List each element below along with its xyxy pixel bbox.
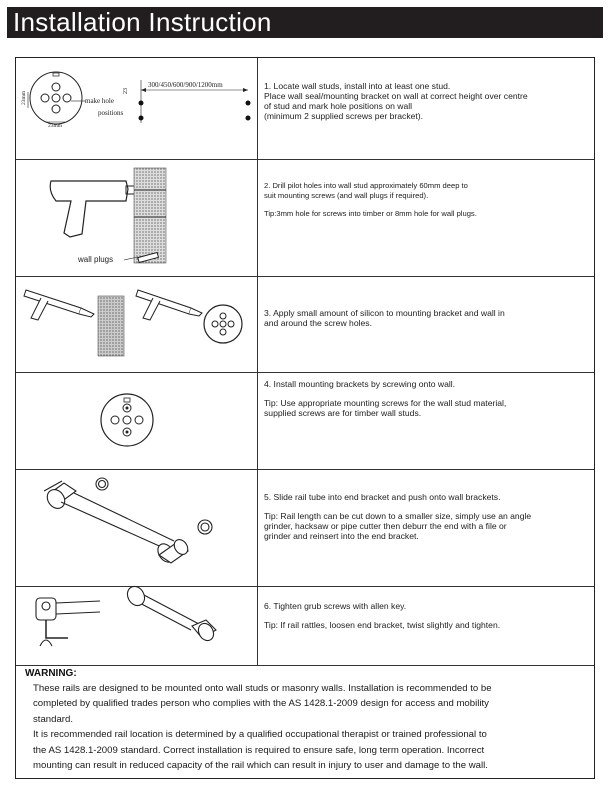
dim-vertical-label: 23	[123, 88, 129, 94]
step-5-text: 5. Slide rail tube into end bracket and …	[264, 492, 590, 541]
step-2-illustration: wall plugs	[16, 159, 258, 276]
step-1-line: (minimum 2 supplied screws per bracket).	[264, 111, 424, 121]
step-3-text: 3. Apply small amount of silicon to moun…	[264, 308, 590, 328]
step-1-line: 1. Locate wall studs, install into at le…	[264, 81, 451, 91]
step-3-row: 3. Apply small amount of silicon to moun…	[16, 276, 594, 373]
warning-body: These rails are designed to be mounted o…	[33, 681, 589, 773]
step-1-line: of stud and mark hole positions on wall	[264, 101, 413, 111]
step-5-row: 5. Slide rail tube into end bracket and …	[16, 469, 594, 587]
mounted-bracket-diagram	[100, 393, 154, 447]
warning-line: These rails are designed to be mounted o…	[33, 683, 492, 694]
step-4-text: 4. Install mounting brackets by screwing…	[264, 379, 590, 418]
step-4-illustration	[16, 372, 258, 469]
step-3-illustration	[16, 276, 258, 372]
page-title: Installation Instruction	[13, 7, 272, 37]
step-1-text: 1. Locate wall studs, install into at le…	[264, 81, 590, 121]
step-3-line: and around the screw holes.	[264, 318, 372, 328]
step-1-row: 300/450/600/900/1200mm 23mm 23mm 23 make…	[16, 58, 594, 160]
step-1-line: Place wall seal/mounting bracket on wall…	[264, 91, 528, 101]
bracket-marking-diagram	[27, 71, 251, 125]
warning-line: standard.	[33, 713, 74, 725]
step-6-tip: Tip: If rail rattles, loosen end bracket…	[264, 620, 501, 630]
rail-assembly-diagram	[43, 477, 213, 564]
step-6-line: 6. Tighten grub screws with allen key.	[264, 601, 407, 611]
step-2-text: 2. Drill pilot holes into wall stud appr…	[264, 181, 590, 219]
dim-bottom-label: 23mm	[48, 123, 63, 129]
warning-section: WARNING: These rails are designed to be …	[16, 665, 594, 778]
step-6-row: 6. Tighten grub screws with allen key. T…	[16, 585, 594, 666]
step-3-line: 3. Apply small amount of silicon to moun…	[264, 308, 505, 318]
stud-spacing-label: 300/450/600/900/1200mm	[148, 81, 223, 89]
allen-key-diagram	[35, 585, 217, 647]
step-2-tip: Tip:3mm hole for screws into timber or 8…	[264, 209, 477, 218]
positions-label: positions	[98, 109, 124, 117]
step-6-text: 6. Tighten grub screws with allen key. T…	[264, 601, 590, 630]
warning-line: completed by qualified trades person who…	[33, 698, 489, 710]
step-2-row: wall plugs 2. Drill pilot holes into wal…	[16, 159, 594, 277]
drill-diagram	[49, 167, 167, 264]
step-5-tip: Tip: Rail length can be cut down to a sm…	[264, 511, 532, 521]
step-5-line: 5. Slide rail tube into end bracket and …	[264, 492, 501, 502]
step-1-illustration: 300/450/600/900/1200mm 23mm 23mm 23 make…	[16, 58, 258, 159]
step-5-tip: grinder, hacksaw or pipe cutter then deb…	[264, 521, 507, 531]
step-5-tip: grinder and reinsert into the end bracke…	[264, 531, 419, 541]
step-4-row: 4. Install mounting brackets by screwing…	[16, 372, 594, 470]
warning-line: the AS 1428.1-2009 standard. Correct ins…	[33, 744, 485, 756]
step-2-line: 2. Drill pilot holes into wall stud appr…	[264, 181, 468, 190]
header-bar: Installation Instruction	[7, 7, 603, 38]
step-2-line: suit mounting screws (and wall plugs if …	[264, 190, 429, 200]
step-6-illustration	[16, 585, 258, 665]
step-4-tip: Tip: Use appropriate mounting screws for…	[264, 398, 507, 408]
silicon-gun-diagram	[23, 289, 243, 357]
dim-left-label: 23mm	[21, 90, 28, 106]
make-hole-label: make hole	[85, 97, 114, 105]
warning-title: WARNING:	[25, 668, 77, 679]
warning-line: mounting can result in reduced capacity …	[33, 760, 488, 772]
wall-plugs-label: wall plugs	[78, 255, 114, 264]
step-4-line: 4. Install mounting brackets by screwing…	[264, 379, 456, 389]
instruction-table: 300/450/600/900/1200mm 23mm 23mm 23 make…	[15, 57, 595, 779]
step-5-illustration	[16, 469, 258, 586]
step-4-tip: supplied screws are for timber wall stud…	[264, 408, 422, 418]
warning-line: It is recommended rail location is deter…	[33, 729, 487, 741]
